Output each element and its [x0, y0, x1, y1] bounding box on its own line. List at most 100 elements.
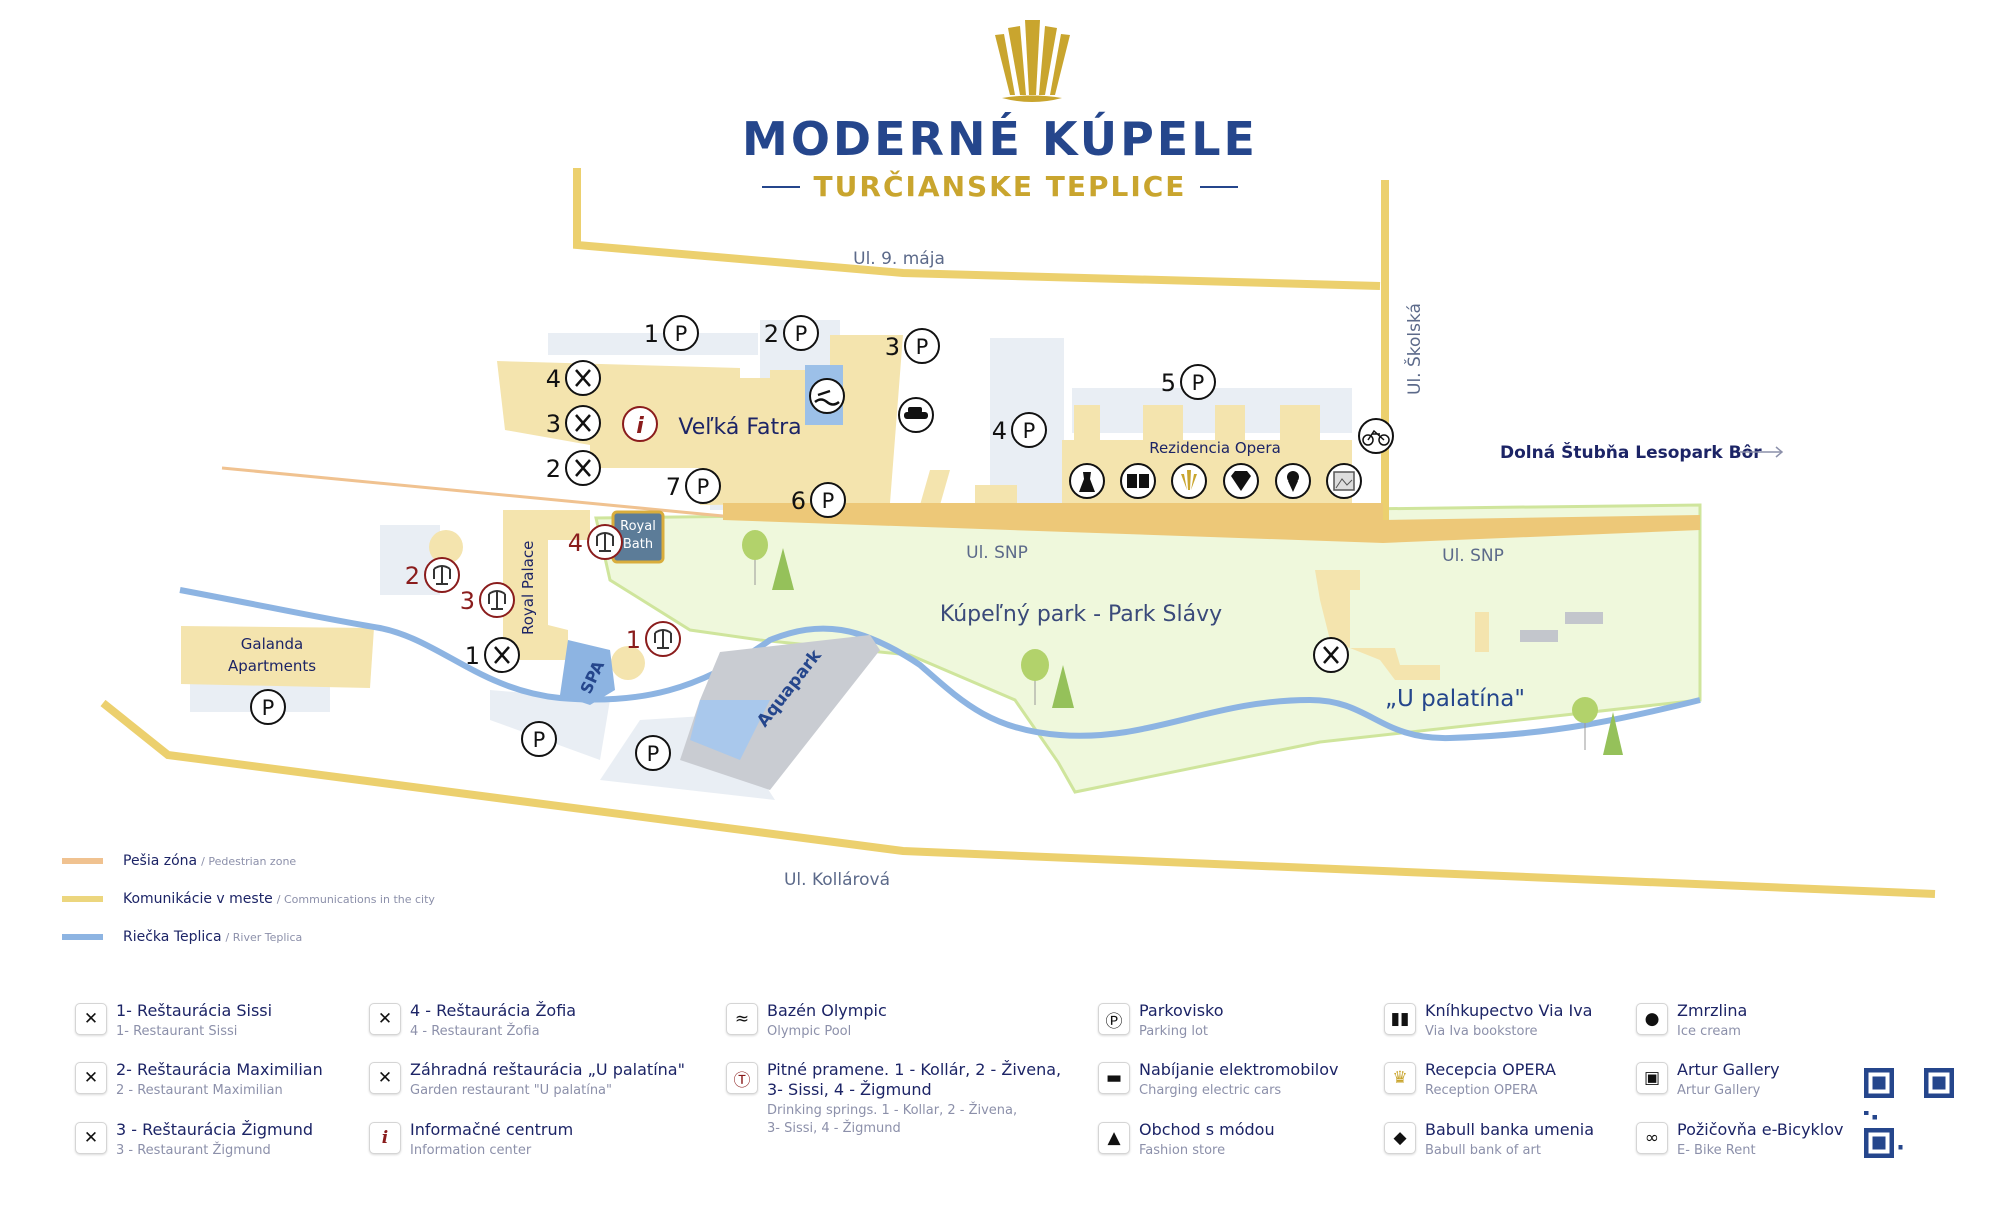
legend-sublabel: 3- Sissi, 4 - Žigmund	[767, 1121, 901, 1136]
legend-label: Informačné centrum	[410, 1120, 574, 1139]
svg-text:3: 3	[885, 333, 900, 361]
electric-car-icon: ▬	[1098, 1062, 1130, 1094]
svg-text:2: 2	[405, 562, 420, 590]
street-label-skolska: Ul. Školská	[1403, 303, 1425, 395]
reception-opera-marker[interactable]	[1171, 463, 1207, 499]
legend-label: Pitné pramene. 1 - Kollár, 2 - Živena,	[767, 1060, 1062, 1079]
parking-marker-2[interactable]: 2	[764, 315, 819, 351]
legend-sublabel: Babull bank of art	[1425, 1143, 1541, 1158]
diamond-icon: ◆	[1384, 1122, 1416, 1154]
place-label-park: Kúpeľný park - Park Slávy	[940, 602, 1222, 627]
line-legend-label: Pešia zóna	[123, 853, 198, 869]
svg-text:2: 2	[546, 455, 561, 483]
tree-icon	[742, 530, 1623, 755]
svg-text:7: 7	[666, 473, 681, 501]
parking-marker-6[interactable]: 6	[791, 482, 846, 518]
svg-text:1: 1	[465, 642, 480, 670]
parking-marker-4[interactable]: 4	[992, 412, 1047, 448]
legend-sublabel: Information center	[410, 1143, 532, 1158]
legend-label: Artur Gallery	[1677, 1060, 1780, 1079]
restaurant-marker-2[interactable]: 2	[546, 449, 602, 487]
restaurant-marker-4[interactable]: 4	[546, 359, 602, 397]
restaurant-marker-u-palatina[interactable]	[1312, 636, 1350, 674]
legend-sublabel: 3 - Restaurant Žigmund	[116, 1143, 271, 1158]
legend-sublabel: Charging electric cars	[1139, 1083, 1282, 1098]
svg-text:4: 4	[546, 365, 561, 393]
legend-label: Záhradná reštaurácia „U palatína"	[410, 1060, 685, 1079]
divider	[761, 185, 800, 188]
legend-sublabel: 4 - Restaurant Žofia	[410, 1024, 540, 1039]
parking-marker-1[interactable]: 1	[644, 315, 699, 351]
svg-text:3: 3	[460, 587, 475, 615]
legend-label: Babull banka umenia	[1425, 1120, 1594, 1139]
fork-knife-icon: ✕	[75, 1003, 107, 1035]
bike-rent-marker[interactable]	[1358, 418, 1394, 454]
direction-label[interactable]: Dolná Štubňa Lesopark Bôr	[1500, 441, 1762, 463]
svg-text:2: 2	[764, 320, 779, 348]
restaurant-marker-1[interactable]: 1	[465, 636, 521, 674]
divider	[1200, 185, 1239, 188]
parking-marker-5[interactable]: 5	[1161, 364, 1216, 400]
line-legend-item-pedestrian: Pešia zóna/ Pedestrian zone	[62, 842, 435, 880]
svg-text:6: 6	[791, 487, 806, 515]
spring-marker-3[interactable]: 3	[460, 582, 515, 618]
ul-snp-road	[723, 503, 1700, 543]
legend-label: Zmrzlina	[1677, 1001, 1748, 1020]
legend-sublabel: Garden restaurant "U palatína"	[410, 1083, 613, 1098]
dress-icon: ▲	[1098, 1122, 1130, 1154]
svg-text:1: 1	[644, 320, 659, 348]
gallery-marker[interactable]	[1326, 463, 1362, 499]
bicycle-icon: ∞	[1636, 1122, 1668, 1154]
aquapark-pool	[690, 700, 770, 760]
legend-sublabel: 2 - Restaurant Maximilian	[116, 1083, 283, 1098]
parking-marker[interactable]	[635, 735, 671, 771]
restaurant-marker-3[interactable]: 3	[546, 404, 602, 442]
pool-marker[interactable]	[809, 378, 845, 414]
parking-marker[interactable]	[250, 689, 286, 725]
spring-marker-2[interactable]: 2	[405, 557, 460, 593]
spring-icon: Ⓣ	[726, 1062, 758, 1094]
legend-label: Kníhkupectvo Via Iva	[1425, 1001, 1593, 1020]
electric-car-marker[interactable]	[898, 397, 934, 433]
line-legend-item-river: Riečka Teplica/ River Teplica	[62, 918, 435, 956]
ice-cream-icon: ●	[1636, 1003, 1668, 1035]
parking-marker-3[interactable]: 3	[885, 328, 940, 364]
svg-text:i: i	[636, 414, 644, 439]
qr-code[interactable]	[1864, 1068, 1954, 1158]
spring-marker-1[interactable]: 1	[626, 621, 681, 657]
line-legend-sub: / River Teplica	[225, 930, 303, 944]
city-roads	[100, 168, 1936, 898]
svg-text:1: 1	[626, 626, 641, 654]
legend-label: Požičovňa e-Bicyklov	[1677, 1120, 1844, 1139]
spa-building	[560, 640, 615, 705]
street-label-snp: Ul. SNP	[966, 543, 1028, 563]
art-bank-marker[interactable]	[1223, 463, 1259, 499]
place-label-galanda: Apartments	[228, 657, 316, 675]
line-legend-sub: / Communications in the city	[276, 892, 435, 906]
place-label-rezidencia-opera: Rezidencia Opera	[1149, 439, 1281, 457]
parking-marker-7[interactable]: 7	[666, 468, 721, 504]
legend-label: 2- Reštaurácia Maximilian	[116, 1060, 323, 1079]
info-center-marker[interactable]: i	[622, 406, 658, 442]
spring-marker-4[interactable]: 4	[568, 524, 623, 560]
ice-cream-marker[interactable]	[1275, 463, 1311, 499]
fork-knife-icon: ✕	[75, 1122, 107, 1154]
legend-sublabel: Reception OPERA	[1425, 1083, 1538, 1098]
fashion-store-marker[interactable]	[1069, 463, 1105, 499]
bookstore-marker[interactable]	[1120, 463, 1156, 499]
line-swatch	[62, 896, 103, 902]
legend-label: Obchod s módou	[1139, 1120, 1275, 1139]
legend-sublabel: E- Bike Rent	[1677, 1143, 1756, 1158]
line-swatch	[62, 858, 103, 864]
legend-label: 4 - Reštaurácia Žofia	[410, 1001, 577, 1020]
parking-marker[interactable]	[521, 721, 557, 757]
place-label-u-palatina: „U palatína"	[1385, 686, 1525, 712]
legend-label: 3- Sissi, 4 - Žigmund	[767, 1080, 932, 1099]
brand-header: MODERNÉ KÚPELE TURČIANSKE TEPLICE	[0, 112, 2000, 203]
legend-sublabel: Drinking springs. 1 - Kollar, 2 - Živena…	[767, 1103, 1018, 1118]
line-legend-label: Komunikácie v meste	[123, 891, 273, 907]
bench-icon	[1520, 612, 1603, 642]
legend-label: Recepcia OPERA	[1425, 1060, 1556, 1079]
line-legend-item-roads: Komunikácie v meste/ Communications in t…	[62, 880, 435, 918]
